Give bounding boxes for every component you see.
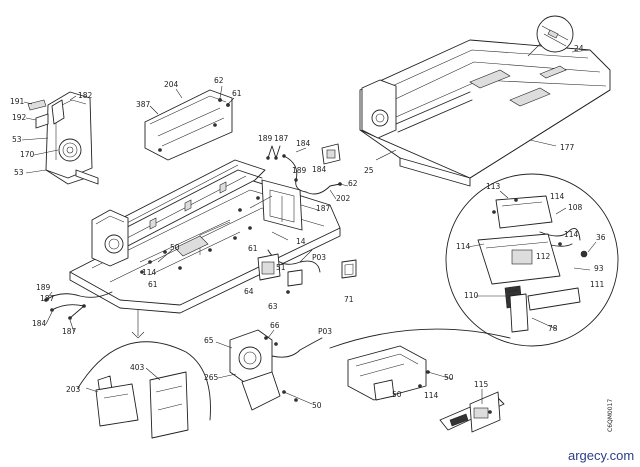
label-184: 184 [32,319,47,328]
label-184: 184 [296,139,311,148]
label-62: 62 [348,179,358,188]
label-51: 51 [276,263,286,272]
label-182: 182 [78,91,93,100]
cover-plate-assembly [144,89,233,161]
label-189: 189 [36,283,51,292]
fan-assembly [229,329,323,411]
label-61: 61 [248,244,258,253]
label-114: 114 [424,391,439,400]
cable-assembly-left [44,291,113,320]
label-189: 189 [258,134,273,143]
label-P03: P03 [312,253,326,262]
label-114: 114 [564,230,579,239]
label-25: 25 [364,166,374,175]
label-192: 192 [12,113,27,122]
label-50: 50 [392,390,402,399]
upper-frame-assembly [359,15,611,187]
label-93: 93 [594,264,604,273]
label-61: 61 [148,280,158,289]
label-187: 187 [62,327,77,336]
pcb-detail-circle [445,173,619,347]
interface-card-area [329,328,511,433]
label-113: 113 [486,182,501,191]
label-108: 108 [568,203,583,212]
label-112: 112 [536,252,551,261]
label-114: 114 [550,192,565,201]
label-204: 204 [164,80,179,89]
label-62: 62 [214,76,224,85]
label-184: 184 [312,165,327,174]
label-71: 71 [344,295,354,304]
label-65: 65 [204,336,214,345]
leader-lines [21,85,597,404]
label-66: 66 [270,321,280,330]
label-202: 202 [336,194,351,203]
label-64: 64 [244,287,254,296]
label-265: 265 [204,373,219,382]
label-114: 114 [142,268,157,277]
label-50: 50 [312,401,322,410]
label-36: 36 [596,233,606,242]
label-P03: P03 [318,327,332,336]
bracket-detail-circle [77,310,211,439]
label-203: 203 [66,385,81,394]
label-61: 61 [232,89,242,98]
label-14: 14 [296,237,306,246]
label-187: 187 [316,204,331,213]
label-50: 50 [444,373,454,382]
label-189: 189 [292,166,307,175]
label-53: 53 [14,168,24,177]
label-403: 403 [130,363,145,372]
label-114: 114 [456,242,471,251]
label-177: 177 [560,143,575,152]
label-24: 24 [574,44,584,53]
label-191: 191 [10,97,25,106]
drawing-code: C6QM0017 [607,399,614,432]
callout-labels: 191 182 192 53 170 53 387 204 62 61 189 … [10,44,634,463]
connector-cluster-upper [266,143,342,195]
label-63: 63 [268,302,278,311]
label-111: 111 [590,280,605,289]
label-53: 53 [12,135,22,144]
main-base-assembly [69,159,357,314]
label-78: 78 [548,324,558,333]
label-110: 110 [464,291,479,300]
label-387: 387 [136,100,151,109]
label-170: 170 [20,150,35,159]
label-115: 115 [474,380,489,389]
left-endcap-assembly [27,91,99,185]
label-187: 187 [274,134,289,143]
label-50: 50 [170,243,180,252]
watermark: argecy.com [568,448,634,463]
